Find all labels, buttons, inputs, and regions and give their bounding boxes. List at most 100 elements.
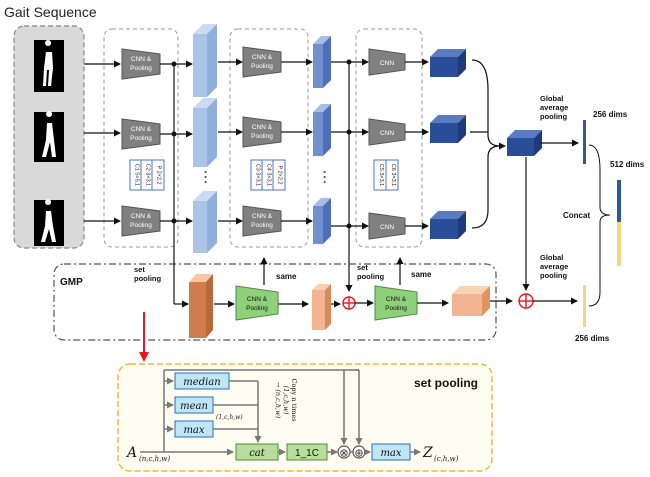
add-circle-2 bbox=[518, 293, 534, 309]
cnn-block: CNN bbox=[368, 48, 406, 76]
max-out-label: max bbox=[380, 448, 401, 459]
cnn-pooling-green: CNN & Pooling bbox=[374, 285, 418, 321]
add-circle-1 bbox=[342, 296, 356, 310]
block-text-l2: Pooling bbox=[385, 305, 407, 312]
cnn-pooling-block: CNN & Pooling bbox=[242, 116, 282, 148]
concat-vector-blue bbox=[617, 180, 621, 222]
ellipsis: • • • bbox=[320, 171, 329, 184]
silhouette-frame-3 bbox=[34, 199, 64, 246]
mean-label: mean bbox=[180, 401, 208, 412]
block-text-l1: CNN & bbox=[247, 296, 268, 303]
feature-cube-dark bbox=[430, 49, 466, 77]
cnn-pooling-block: CNN & Pooling bbox=[121, 205, 161, 237]
copy-note: Copy n times (1,c,h,w) → (n,c,h,w) bbox=[274, 378, 298, 421]
feature-map-mid bbox=[313, 36, 331, 88]
block-text-l2: Pooling bbox=[246, 305, 268, 312]
concat-brace bbox=[588, 144, 611, 307]
block-text-l1: CNN & bbox=[131, 126, 152, 133]
block-text-l2: Pooling bbox=[130, 222, 152, 229]
cnn-label: CNN bbox=[380, 130, 394, 137]
same-label-1: same bbox=[276, 272, 297, 281]
silhouette-frame-1 bbox=[34, 40, 64, 92]
block-text-l2: Pooling bbox=[251, 222, 273, 229]
cnn-pooling-block: CNN & Pooling bbox=[242, 46, 282, 78]
cnn-block: CNN bbox=[368, 118, 406, 146]
dims-256-bottom-label: 256 dims bbox=[575, 334, 610, 343]
block-text-l1: CNN & bbox=[131, 213, 152, 220]
vector-256-bottom bbox=[583, 285, 586, 327]
concat-label: Concat bbox=[563, 211, 590, 220]
block-text-l2: Pooling bbox=[251, 133, 273, 140]
block-text-l1: CNN & bbox=[386, 296, 407, 303]
block-text-l2: Pooling bbox=[251, 63, 273, 70]
conv-spec-stage3: C5 3×3,1 C6 3×3,1 bbox=[373, 159, 399, 191]
input-var: A bbox=[125, 445, 137, 461]
merge-brace bbox=[471, 59, 501, 229]
spec-p1: P 2×2,2 bbox=[156, 165, 162, 184]
stage1-panel bbox=[103, 28, 179, 248]
output-var: Z bbox=[422, 445, 433, 461]
feature-cube-dark bbox=[430, 115, 466, 143]
add-symbol: ⊕ bbox=[354, 448, 363, 460]
shape-label: (1,c,h,w) bbox=[216, 414, 243, 421]
output-sub: (c,h,w) bbox=[434, 455, 459, 463]
spec-p2: P 2×2,2 bbox=[277, 165, 283, 184]
feature-map-light bbox=[193, 98, 217, 167]
concat-vector-yellow bbox=[617, 222, 621, 266]
ellipsis: • • • bbox=[201, 171, 210, 184]
block-text-l1: CNN & bbox=[131, 56, 152, 63]
copy-note-l1: Copy n times bbox=[290, 378, 298, 421]
spec-c3: C3 3×3,1 bbox=[255, 164, 261, 186]
conv-spec-stage2: C3 3×3,1 C4 3×3,1 P 2×2,2 bbox=[250, 159, 286, 191]
block-text-l1: CNN & bbox=[252, 54, 273, 61]
same-label-2: same bbox=[411, 270, 432, 279]
merged-cube bbox=[507, 130, 542, 156]
copy-note-l2: (1,c,h,w) bbox=[282, 386, 290, 415]
cnn-label: CNN bbox=[380, 60, 394, 67]
cnn-pooling-block: CNN & Pooling bbox=[242, 205, 282, 237]
block-text-l1: CNN & bbox=[252, 124, 273, 131]
stage3-panel bbox=[355, 28, 423, 248]
stage2-panel bbox=[229, 28, 309, 248]
diagram-title: Gait Sequence bbox=[4, 4, 97, 20]
spec-c6: C6 3×3,1 bbox=[390, 164, 396, 186]
spec-c1: C1 5×5,1 bbox=[134, 164, 140, 186]
silhouette-frame-2 bbox=[34, 111, 64, 162]
median-label: median bbox=[183, 377, 220, 388]
block-text-l2: Pooling bbox=[130, 135, 152, 142]
feature-map-mid bbox=[313, 198, 331, 244]
block-text-l1: CNN & bbox=[252, 213, 273, 220]
spec-c4: C4 3×3,1 bbox=[266, 164, 272, 186]
conv1x1-label: 1_1C bbox=[295, 448, 319, 459]
gmp-panel bbox=[53, 263, 497, 341]
dims-512-label: 512 dims bbox=[610, 160, 645, 169]
copy-note-l3: → (n,c,h,w) bbox=[274, 382, 282, 419]
conv-spec-stage1: C1 5×5,1 C2 3×3,1 P 2×2,2 bbox=[129, 159, 165, 191]
input-sub: (n,c,h,w) bbox=[139, 455, 170, 463]
spec-c5: C5 3×3,1 bbox=[378, 164, 384, 186]
feature-map-orange-mid bbox=[312, 284, 331, 330]
feature-map-light bbox=[193, 24, 217, 97]
feature-map-orange-tall bbox=[189, 274, 213, 338]
cnn-pooling-green: CNN & Pooling bbox=[235, 285, 279, 321]
multiply-symbol: ⊗ bbox=[339, 448, 348, 460]
cat-label: cat bbox=[249, 448, 266, 459]
gmp-label: GMP bbox=[60, 277, 83, 288]
feature-cube-dark bbox=[430, 211, 466, 239]
block-text-l2: Pooling bbox=[130, 65, 152, 72]
cnn-label: CNN bbox=[380, 224, 394, 231]
vector-256-top bbox=[583, 120, 586, 164]
max-label: max bbox=[183, 425, 204, 436]
cnn-block: CNN bbox=[368, 212, 406, 240]
set-pooling-title: set pooling bbox=[414, 376, 478, 390]
cnn-pooling-block: CNN & Pooling bbox=[121, 48, 161, 80]
feature-map-mid bbox=[313, 104, 331, 156]
feature-cube-orange bbox=[452, 286, 490, 316]
feature-map-light bbox=[193, 191, 217, 253]
cnn-pooling-block: CNN & Pooling bbox=[121, 118, 161, 150]
